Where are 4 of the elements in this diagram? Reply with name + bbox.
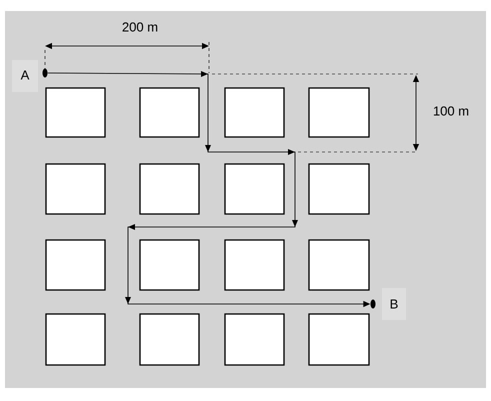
dimension-label: 100 m xyxy=(434,106,468,116)
point-label: A xyxy=(12,60,38,92)
dimension-label: 200 m xyxy=(122,22,158,32)
point-label: B xyxy=(382,288,406,320)
